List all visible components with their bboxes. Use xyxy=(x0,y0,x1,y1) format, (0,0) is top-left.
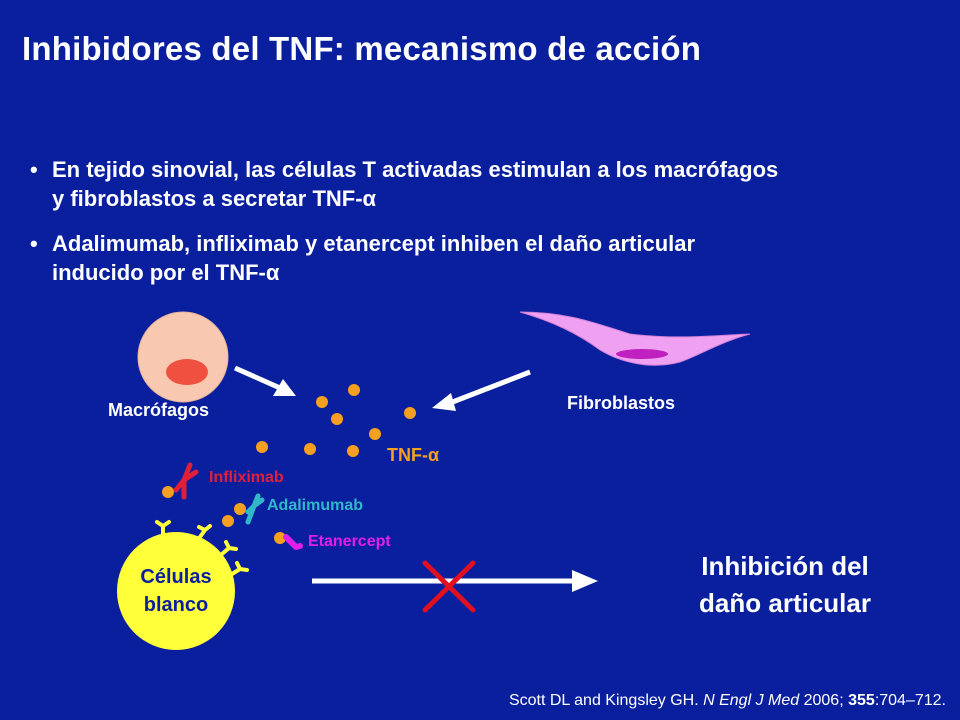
bullet-text-line: En tejido sinovial, las células T activa… xyxy=(52,157,779,182)
adalimumab-label: Adalimumab xyxy=(267,497,364,514)
bullet-text-line: Adalimumab, infliximab y etanercept inhi… xyxy=(52,231,696,256)
fibroblast-label: Fibroblastos xyxy=(567,393,676,413)
result-label-line: Inhibición del xyxy=(701,551,869,581)
etanercept-receptor xyxy=(274,532,303,550)
citation-volume: 355 xyxy=(848,692,875,709)
result-label: Inhibición del daño articular xyxy=(650,548,920,622)
citation-authors: Scott DL and Kingsley GH. xyxy=(508,692,699,709)
tnf-molecule xyxy=(347,445,359,457)
macrophage-nucleus xyxy=(166,359,208,385)
cell-receptors xyxy=(155,520,249,576)
tnf-molecules xyxy=(256,384,416,457)
slide-title: Inhibidores del TNF: mecanismo de acción xyxy=(22,30,702,67)
tnf-molecule xyxy=(348,384,360,396)
bound-tnf-molecule xyxy=(234,503,246,515)
fibroblast-arrow xyxy=(432,369,531,411)
bullet-item: • Adalimumab, infliximab y etanercept in… xyxy=(30,229,950,287)
bullet-text-line: inducido por el TNF-α xyxy=(52,260,280,285)
macrophage-arrow xyxy=(233,365,296,396)
macrophage-body xyxy=(137,311,229,403)
bound-tnf-molecule xyxy=(162,486,174,498)
bullet-marker: • xyxy=(30,231,38,256)
adalimumab-antibody xyxy=(222,493,265,527)
citation-journal: N Engl J Med xyxy=(703,692,800,709)
inhibition-x-icon xyxy=(422,560,476,613)
tnf-molecule xyxy=(369,428,381,440)
fibroblast-body xyxy=(519,311,751,366)
fibroblast-cell xyxy=(519,311,751,366)
tnf-molecule xyxy=(304,443,316,455)
tnf-molecule xyxy=(256,441,268,453)
tnf-molecule xyxy=(404,407,416,419)
bound-tnf-molecule xyxy=(274,532,286,544)
target-cell-body xyxy=(117,532,235,650)
citation-year: 2006; xyxy=(803,692,844,709)
bullet-list: • En tejido sinovial, las células T acti… xyxy=(30,155,950,303)
target-cell-label: Células blanco xyxy=(117,563,235,619)
macrophage-cell xyxy=(137,311,229,403)
tnf-molecule xyxy=(316,396,328,408)
target-cell-label-line: blanco xyxy=(143,594,209,616)
result-label-line: daño articular xyxy=(699,588,871,618)
citation: Scott DL and Kingsley GH. N Engl J Med 2… xyxy=(509,692,946,710)
bound-tnf-molecule xyxy=(222,515,234,527)
infliximab-antibody xyxy=(162,462,199,500)
tnf-label: TNF-α xyxy=(387,445,440,465)
fibroblast-nucleus xyxy=(616,349,668,359)
macrophage-label: Macrófagos xyxy=(108,400,210,420)
infliximab-label: Infliximab xyxy=(209,469,284,486)
bullet-marker: • xyxy=(30,157,38,182)
bullet-item: • En tejido sinovial, las células T acti… xyxy=(30,155,950,213)
target-cell-label-line: Células xyxy=(140,566,212,588)
tnf-molecule xyxy=(331,413,343,425)
citation-pages: :704–712. xyxy=(874,692,946,709)
target-cell xyxy=(117,520,249,650)
etanercept-label: Etanercept xyxy=(308,533,391,550)
bullet-text-line: y fibroblastos a secretar TNF-α xyxy=(52,186,377,211)
